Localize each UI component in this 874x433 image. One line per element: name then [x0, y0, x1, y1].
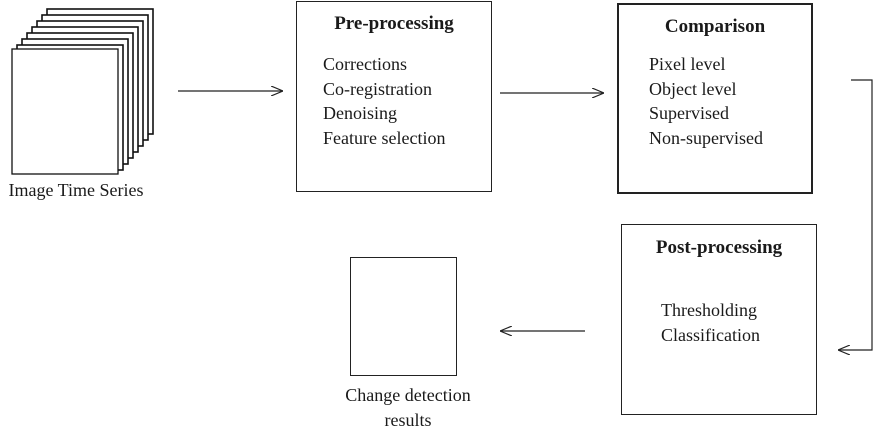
comparison-method: Non-supervised	[649, 127, 763, 148]
preprocessing-step: Corrections	[323, 54, 407, 74]
comparison-method: Supervised	[649, 103, 729, 123]
results-label: Change detection results	[322, 383, 494, 433]
postprocessing-steps-list: Thresholding Classification	[661, 298, 760, 347]
preprocessing-step: Co-registration	[323, 78, 432, 99]
results-label-line2: results	[384, 410, 432, 430]
preprocessing-step: Feature selection	[323, 127, 446, 148]
arrow-comparison-to-postprocessing	[838, 79, 873, 350]
image-time-series-label: Image Time Series	[8, 180, 144, 200]
postprocessing-box: Post-processing Thresholding Classificat…	[621, 224, 817, 415]
comparison-methods-list: Pixel level Object level Supervised Non-…	[649, 52, 763, 150]
postprocessing-step: Thresholding	[661, 300, 757, 320]
postprocessing-title: Post-processing	[655, 237, 783, 258]
comparison-method: Pixel level	[649, 54, 726, 74]
preprocessing-step: Denoising	[323, 103, 397, 123]
comparison-box: Comparison Pixel level Object level Supe…	[617, 3, 813, 194]
comparison-title: Comparison	[664, 16, 766, 37]
image-stack-icon	[11, 8, 154, 175]
postprocessing-step: Classification	[661, 324, 760, 345]
preprocessing-steps-list: Corrections Co-registration Denoising Fe…	[323, 52, 445, 150]
comparison-method: Object level	[649, 78, 737, 99]
preprocessing-box: Pre-processing Corrections Co-registrati…	[296, 1, 492, 192]
results-box	[350, 257, 457, 376]
preprocessing-title: Pre-processing	[334, 13, 454, 34]
results-label-line1: Change detection	[345, 385, 471, 405]
